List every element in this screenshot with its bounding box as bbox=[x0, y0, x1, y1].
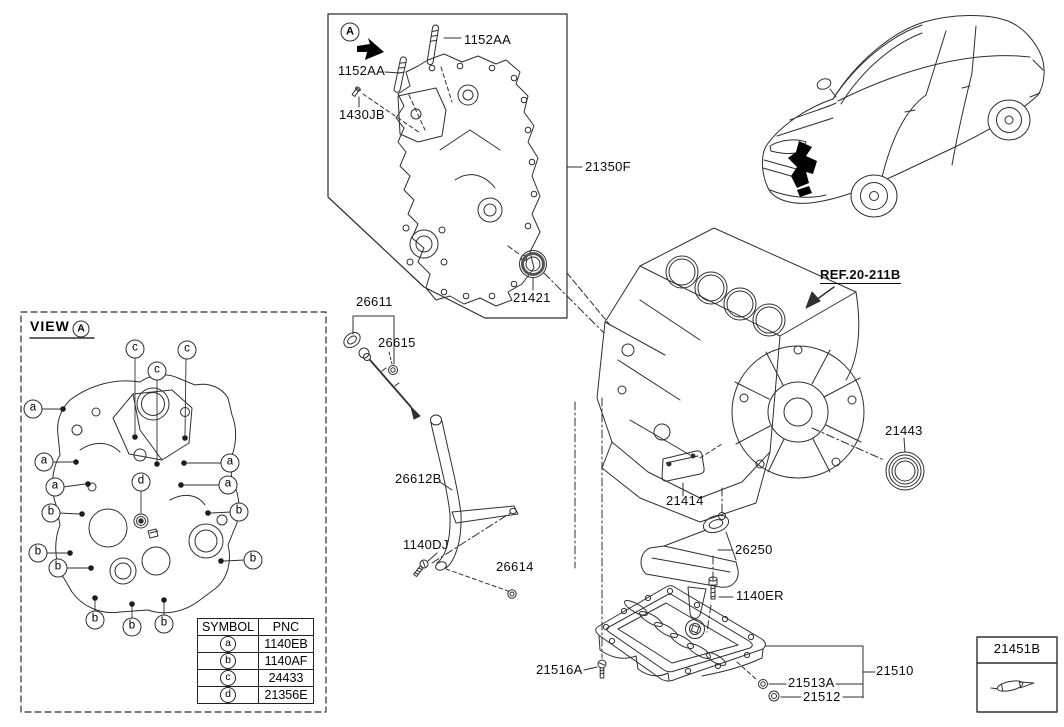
callout-a[interactable]: a bbox=[45, 477, 65, 497]
part-label-1140er[interactable]: 1140ER bbox=[736, 588, 784, 603]
part-label-1152aa-left[interactable]: 1152AA bbox=[338, 63, 386, 78]
view-a-marker: A bbox=[340, 22, 360, 42]
table-row: d 21356E bbox=[197, 686, 314, 704]
callout-a[interactable]: a bbox=[220, 453, 240, 473]
pnc-cell[interactable]: 21356E bbox=[258, 686, 314, 704]
callout-a[interactable]: a bbox=[218, 475, 238, 495]
view-a-title-letter: A bbox=[72, 320, 90, 338]
table-header-row: SYMBOL PNC bbox=[197, 618, 314, 636]
symbol-letter: b bbox=[220, 653, 236, 669]
symbol-letter: d bbox=[220, 687, 236, 703]
ref-label-20-211b[interactable]: REF.20-211B bbox=[820, 267, 901, 284]
view-a-title: VIEW bbox=[30, 318, 70, 334]
callout-a[interactable]: a bbox=[34, 452, 54, 472]
callout-b[interactable]: b bbox=[85, 610, 105, 630]
part-label-21516a[interactable]: 21516A bbox=[536, 662, 583, 677]
part-label-21451b[interactable]: 21451B bbox=[993, 641, 1041, 656]
callout-leader-lines bbox=[40, 356, 246, 619]
part-label-21513a[interactable]: 21513A bbox=[788, 675, 835, 690]
oil-screen-drawing bbox=[640, 485, 739, 619]
callout-c[interactable]: c bbox=[147, 361, 167, 381]
engine-block-drawing bbox=[596, 227, 865, 523]
part-label-21414[interactable]: 21414 bbox=[666, 493, 704, 508]
engine-location-marker bbox=[788, 141, 817, 188]
part-label-1152aa-right[interactable]: 1152AA bbox=[464, 32, 512, 47]
callout-target-dots bbox=[60, 406, 224, 607]
part-label-1140dj[interactable]: 1140DJ bbox=[403, 537, 449, 552]
part-label-26611[interactable]: 26611 bbox=[356, 294, 393, 309]
callout-a[interactable]: a bbox=[23, 399, 43, 419]
symbol-cell: c bbox=[197, 669, 259, 687]
bolt-1140er-drawing bbox=[706, 576, 734, 633]
part-label-1430jb[interactable]: 1430JB bbox=[339, 107, 385, 122]
part-label-21421[interactable]: 21421 bbox=[513, 290, 551, 305]
symbol-cell: a bbox=[197, 635, 259, 653]
stud-bolts-drawing bbox=[384, 24, 462, 131]
pnc-cell[interactable]: 24433 bbox=[258, 669, 314, 687]
table-row: a 1140EB bbox=[197, 635, 314, 653]
part-label-21443[interactable]: 21443 bbox=[885, 423, 923, 438]
bell-housing-spokes bbox=[734, 349, 862, 473]
vehicle-drawing bbox=[761, 15, 1045, 218]
plate-21414-drawing bbox=[661, 443, 723, 497]
symbol-letter: a bbox=[220, 636, 236, 652]
part-label-21350f[interactable]: 21350F bbox=[585, 159, 631, 174]
table-header-pnc: PNC bbox=[258, 618, 314, 636]
view-a-inset-drawing bbox=[20, 311, 327, 713]
table-header-symbol: SYMBOL bbox=[197, 618, 259, 636]
callout-b[interactable]: b bbox=[28, 543, 48, 563]
table-row: c 24433 bbox=[197, 669, 314, 687]
table-row: b 1140AF bbox=[197, 652, 314, 670]
callout-c[interactable]: c bbox=[125, 339, 145, 359]
part-label-26250[interactable]: 26250 bbox=[735, 542, 773, 557]
part-label-26612b[interactable]: 26612B bbox=[395, 471, 442, 486]
part-label-26614[interactable]: 26614 bbox=[496, 559, 534, 574]
part-label-26615[interactable]: 26615 bbox=[378, 335, 416, 350]
callout-b[interactable]: b bbox=[122, 617, 142, 637]
bolt-1430jb-drawing bbox=[351, 86, 421, 134]
callout-b[interactable]: b bbox=[48, 558, 68, 578]
callout-b[interactable]: b bbox=[229, 502, 249, 522]
rear-seal-drawing bbox=[811, 427, 925, 491]
callout-c[interactable]: c bbox=[177, 340, 197, 360]
view-direction-arrow bbox=[357, 38, 384, 60]
timing-cover-drawing bbox=[395, 53, 541, 307]
symbol-letter: c bbox=[220, 670, 236, 686]
symbol-pnc-table: SYMBOL PNC a 1140EB b 1140AF c 24433 d 2… bbox=[197, 618, 314, 704]
timing-cover-box bbox=[327, 13, 583, 319]
part-label-21512[interactable]: 21512 bbox=[803, 689, 841, 704]
callout-b[interactable]: b bbox=[243, 550, 263, 570]
callout-b[interactable]: b bbox=[154, 614, 174, 634]
symbol-cell: b bbox=[197, 652, 259, 670]
callout-b[interactable]: b bbox=[41, 503, 61, 523]
callout-d[interactable]: d bbox=[131, 472, 151, 492]
pnc-cell[interactable]: 1140EB bbox=[258, 635, 314, 653]
detail-box-21451b bbox=[976, 636, 1058, 713]
pnc-cell[interactable]: 1140AF bbox=[258, 652, 314, 670]
oil-pan-drawing bbox=[574, 397, 876, 702]
front-seal-drawing bbox=[507, 245, 611, 334]
symbol-cell: d bbox=[197, 686, 259, 704]
part-label-21510[interactable]: 21510 bbox=[876, 663, 914, 678]
dipstick-drawing bbox=[343, 315, 519, 599]
